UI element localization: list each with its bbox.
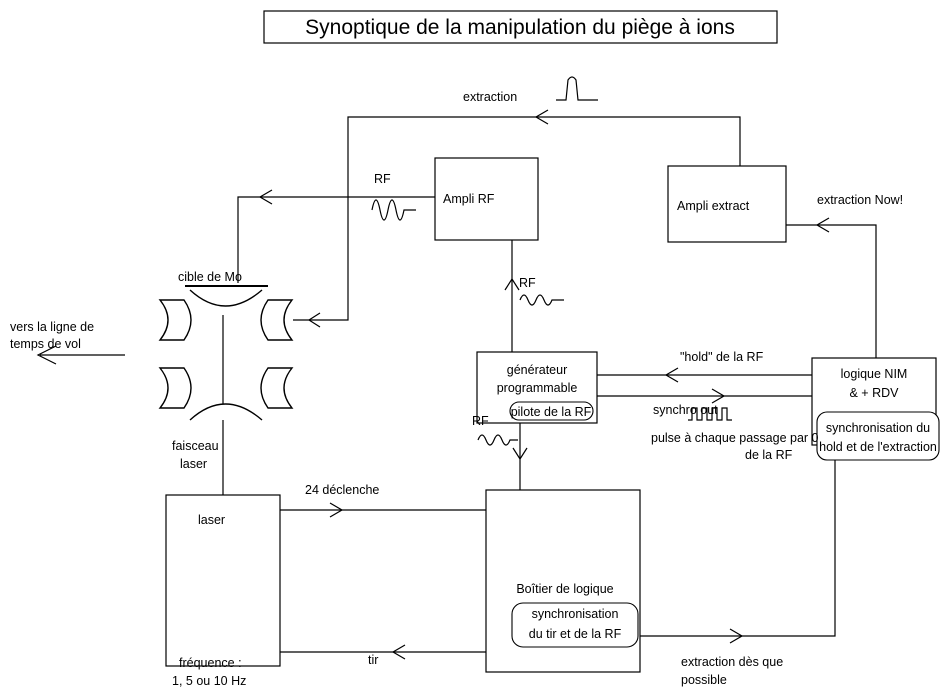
faisceau-label-2: laser (180, 457, 207, 471)
extraction-des-label-1: extraction dès que (681, 655, 783, 669)
generateur-label-1: générateur (507, 363, 567, 377)
trap-ring-right-lower (260, 367, 294, 409)
arrowhead-rf-up (504, 277, 520, 291)
extraction-pulse-icon (556, 76, 598, 101)
hold-label: "hold" de la RF (680, 350, 764, 364)
rf-mid-label: RF (519, 276, 536, 290)
boitier-sub-2: du tir et de la RF (529, 627, 622, 641)
laser-label: laser (198, 513, 225, 527)
wire-boitier-logique (640, 445, 836, 637)
logique-label-2: & + RDV (850, 386, 900, 400)
trap-endcap-top (189, 289, 263, 307)
extraction-des-label-2: possible (681, 673, 727, 687)
rf-low-label: RF (472, 414, 489, 428)
logique-sync-oval (816, 411, 940, 461)
logique-label-1: logique NIM (841, 367, 908, 381)
ampli-rf-box (434, 157, 539, 241)
faisceau-label-1: faisceau (172, 439, 219, 453)
arrowhead-synchro (711, 388, 726, 404)
vers-ligne-label-1: vers la ligne de (10, 320, 94, 334)
wire-logique-to-extract (786, 224, 877, 358)
arrowhead-tir (391, 644, 406, 660)
frequence-label-1: fréquence : (179, 656, 242, 670)
generateur-oval (509, 401, 594, 421)
generateur-label-3: pilote de la RF (511, 405, 592, 419)
vers-ligne-label-2: temps de vol (10, 337, 81, 351)
rf-wave-top-icon (371, 199, 416, 221)
ion-trap (158, 285, 294, 421)
rf-wave-mid-icon (519, 294, 564, 306)
title-frame (263, 10, 778, 44)
diagram-title: Synoptique de la manipulation du piège à… (305, 16, 735, 39)
logique-sub-1: synchronisation du (826, 421, 930, 435)
laser-box (165, 494, 281, 667)
boitier-label-1: Boîtier de logique (516, 582, 613, 596)
trap-ring-left (158, 299, 192, 341)
pulse-label-2: de la RF (745, 448, 793, 462)
boitier-box (485, 489, 641, 673)
arrowhead-extraction-des (729, 628, 744, 644)
wire-to-tof (36, 345, 125, 365)
rf-wave-low-icon (477, 434, 518, 446)
rf-top-label: RF (374, 172, 391, 186)
frequence-label-2: 1, 5 ou 10 Hz (172, 674, 246, 688)
arrowhead-extraction (534, 109, 549, 125)
extraction-label: extraction (463, 90, 517, 104)
wire-extraction-loop (293, 116, 741, 321)
generateur-label-2: programmable (497, 381, 578, 395)
generateur-box (476, 351, 598, 424)
synchro-out-label: synchro out (653, 403, 718, 417)
arrowhead-hold (664, 367, 679, 383)
arrowhead-extraction-now (815, 217, 830, 233)
ampli-rf-label: Ampli RF (443, 192, 495, 206)
cible-label: cible de Mo (178, 270, 242, 284)
trap-ring-left-lower (158, 367, 192, 409)
arrowhead-extraction-into-trap (307, 312, 321, 328)
arrowhead-declenche (329, 502, 344, 518)
arrowhead-rf-down (512, 447, 528, 461)
declenche-label: 24 déclenche (305, 483, 379, 497)
trap-endcap-bottom (189, 403, 263, 421)
arrowhead-rf-to-trap (258, 189, 273, 205)
extraction-now-label: extraction Now! (817, 193, 903, 207)
ampli-extract-label: Ampli extract (677, 199, 750, 213)
ampli-extract-box (667, 165, 787, 243)
boitier-sub-1: synchronisation (532, 607, 619, 621)
pulse-label-1: pulse à chaque passage par 0 (651, 431, 819, 445)
trap-ring-right (260, 299, 294, 341)
boitier-sync-oval (511, 602, 639, 648)
synchro-pulse-train-icon (688, 407, 732, 421)
logique-sub-2: hold et de l'extraction (819, 440, 937, 454)
tir-label: tir (368, 653, 378, 667)
wire-rf-to-trap (237, 196, 435, 283)
